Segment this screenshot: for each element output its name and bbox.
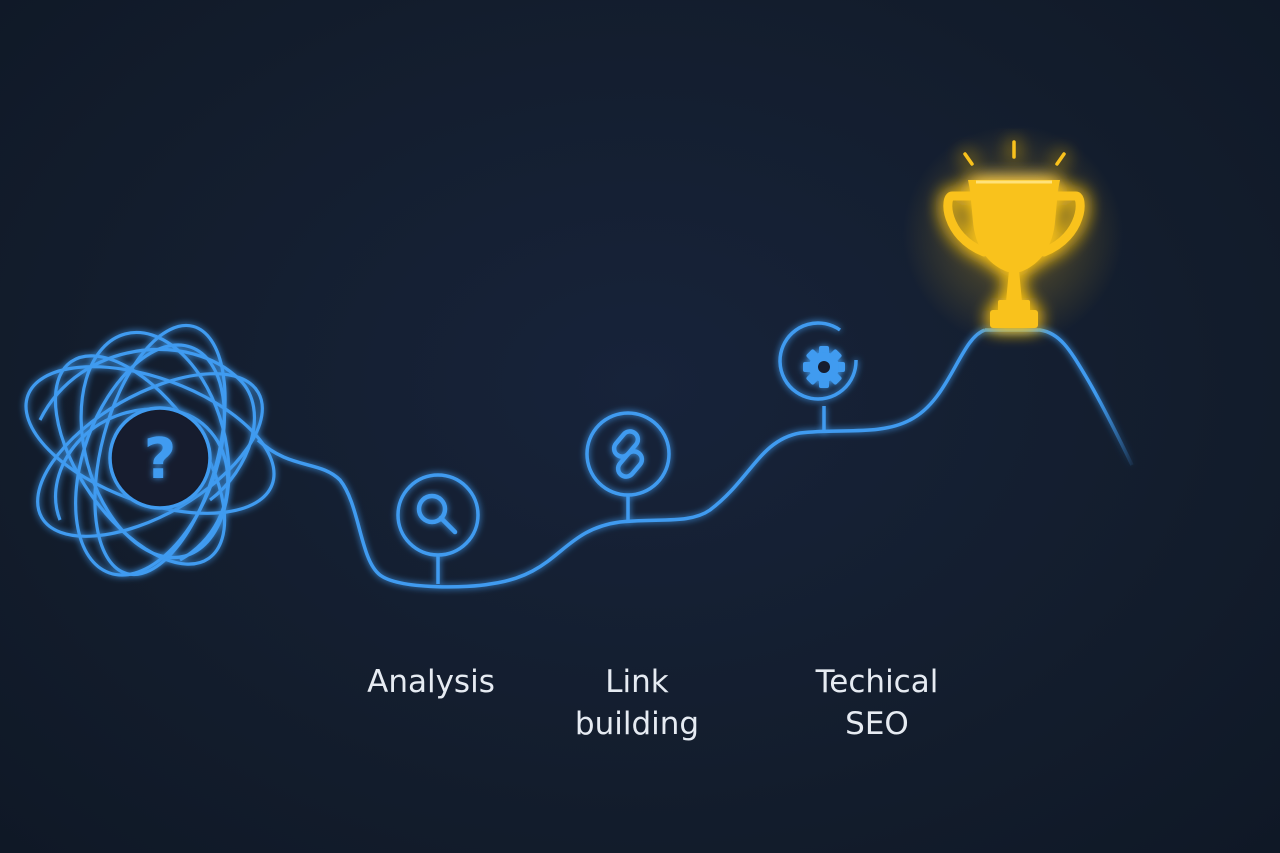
label-technical-seo-line-2: SEO <box>845 706 909 742</box>
gear-icon <box>803 346 845 388</box>
label-analysis-line-1: Analysis <box>367 664 495 700</box>
question-mark-icon: ? <box>144 427 176 492</box>
label-link-building: Link building <box>560 661 714 745</box>
step-analysis-marker <box>396 473 480 584</box>
label-analysis: Analysis <box>361 661 501 703</box>
label-link-building-line-2: building <box>574 706 700 742</box>
chain-link-icon <box>611 429 645 479</box>
label-technical-seo-line-1: Techical <box>815 664 939 700</box>
trophy-icon <box>943 180 1085 328</box>
journey-path <box>256 328 986 589</box>
magnifier-icon <box>416 493 458 535</box>
label-technical-seo: Techical SEO <box>800 661 954 745</box>
step-technical-seo-marker <box>778 321 858 433</box>
step-link-building-marker <box>585 411 671 522</box>
mountain-peak <box>985 328 1134 466</box>
trophy-sparkles <box>963 140 1066 166</box>
label-link-building-line-1: Link <box>605 664 669 700</box>
question-circle <box>108 406 212 510</box>
